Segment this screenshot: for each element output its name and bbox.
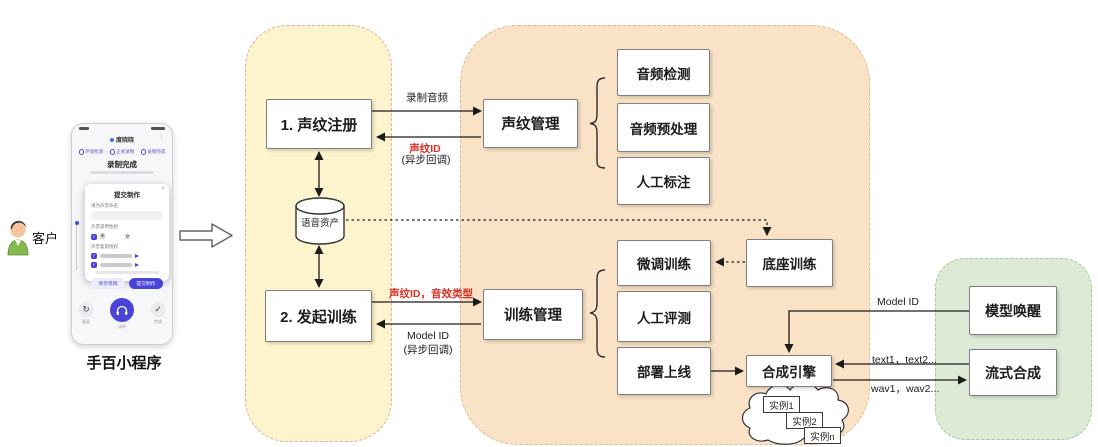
node-manual-eval: 人工评测: [617, 291, 711, 342]
status-bar: [72, 127, 172, 132]
node-training-mgmt: 训练管理: [483, 289, 583, 340]
step-circle-icon: [140, 149, 147, 155]
label-record-audio: 录制音频: [406, 92, 448, 104]
node-voiceprint-mgmt: 声纹管理: [483, 99, 578, 148]
node-manual-label: 人工标注: [617, 157, 710, 205]
progress-slider[interactable]: [74, 221, 79, 270]
gender-option-female[interactable]: 女: [125, 234, 131, 240]
gender-option-male[interactable]: 男: [100, 234, 106, 240]
label-text-stream: text1，text2...: [872, 354, 937, 366]
tab-step-2[interactable]: 正式录制: [109, 149, 134, 155]
submit-modal: × 提交制作 请为声音命名 声音适用性别 ✓ 男 女 声音复刻授权 ✓ ✓: [85, 184, 169, 289]
label-async-callback-2: (异步回调): [403, 344, 453, 356]
instance-1: 实例1: [763, 396, 800, 413]
node-model-wake: 模型唤醒: [969, 286, 1057, 335]
name-field-label: 请为声音命名: [91, 203, 118, 208]
tab-step-3[interactable]: 录制完成: [140, 149, 165, 155]
close-icon[interactable]: ×: [161, 186, 165, 192]
node-audio-preprocess: 音频预处理: [617, 103, 710, 152]
control-label: 试听: [118, 324, 126, 329]
zone-miniapp: [245, 25, 392, 442]
node-voiceprint-register: 1. 声纹注册: [266, 99, 372, 149]
gender-field-label: 声音适用性别: [91, 224, 118, 229]
checkbox-male-icon[interactable]: ✓: [91, 233, 97, 240]
tab-step-1[interactable]: 环境检测: [78, 149, 103, 155]
step-circle-icon: [78, 149, 85, 155]
more-icon[interactable]: ⋮: [158, 135, 166, 141]
miniapp-header: 度晓晓: [72, 135, 172, 144]
agreement-row[interactable]: ✓: [91, 253, 163, 259]
app-name: 度晓晓: [115, 138, 134, 144]
node-finetune-training: 微调训练: [617, 240, 711, 286]
save-draft-button[interactable]: 保存草稿: [91, 277, 125, 289]
page-subtitle-placeholder: [90, 171, 154, 174]
step-tabs: 环境检测 正式录制 录制完成: [72, 149, 172, 155]
node-deploy-online: 部署上线: [617, 347, 711, 395]
modal-title: 提交制作: [114, 192, 140, 199]
customer-label: 客户: [32, 231, 59, 246]
control-label: 重录: [82, 319, 90, 324]
agreement-text-placeholder: [100, 263, 132, 267]
node-start-training: 2. 发起训练: [265, 290, 372, 342]
customer-avatar: [7, 220, 29, 256]
instance-n: 实例n: [804, 427, 841, 444]
agreement-text-placeholder: [100, 254, 132, 258]
auth-field-label: 声音复刻授权: [91, 244, 118, 249]
voice-name-input[interactable]: [91, 211, 163, 220]
node-base-training: 底座训练: [746, 239, 833, 287]
speaker-icon[interactable]: [135, 263, 139, 267]
label-voiceprint-id-effect: 声纹ID，音效类型: [389, 288, 473, 300]
phone-caption: 手百小程序: [86, 355, 162, 372]
submit-button[interactable]: 提交制作: [129, 277, 163, 289]
step-circle-icon: [109, 149, 116, 155]
label-wav-stream: wav1，wav2...: [871, 383, 940, 395]
label-model-id: Model ID: [877, 296, 920, 308]
phone-mockup: 度晓晓 ⋮ 环境检测 正式录制 录制完成 录制完成 × 提交制作 请为声音命名 …: [71, 123, 173, 345]
node-stream-synth: 流式合成: [969, 349, 1057, 396]
headphone-icon[interactable]: [110, 298, 134, 322]
label-voiceprint-id: 声纹ID: [409, 143, 441, 155]
redo-icon[interactable]: ↻: [78, 302, 94, 317]
big-arrow-icon: [179, 223, 233, 248]
label-model-id-callback: Model ID: [406, 330, 450, 342]
label-async-callback-1: (异步回调): [401, 154, 451, 166]
speaker-icon[interactable]: [135, 254, 139, 258]
node-synth-engine: 合成引擎: [746, 355, 832, 387]
slider-dot-icon: [74, 221, 79, 225]
node-voice-assets: 语音资产: [300, 218, 339, 229]
app-logo-icon: [109, 138, 114, 143]
page-title: 录制完成: [107, 160, 137, 169]
control-label: 完成: [154, 319, 162, 324]
checkbox-icon[interactable]: ✓: [91, 253, 97, 259]
check-icon[interactable]: ✓: [150, 302, 166, 317]
fine-print-placeholder: [95, 271, 159, 274]
node-audio-detect: 音频检测: [617, 49, 710, 96]
agreement-row[interactable]: ✓: [91, 262, 163, 268]
checkbox-icon[interactable]: ✓: [91, 262, 97, 268]
